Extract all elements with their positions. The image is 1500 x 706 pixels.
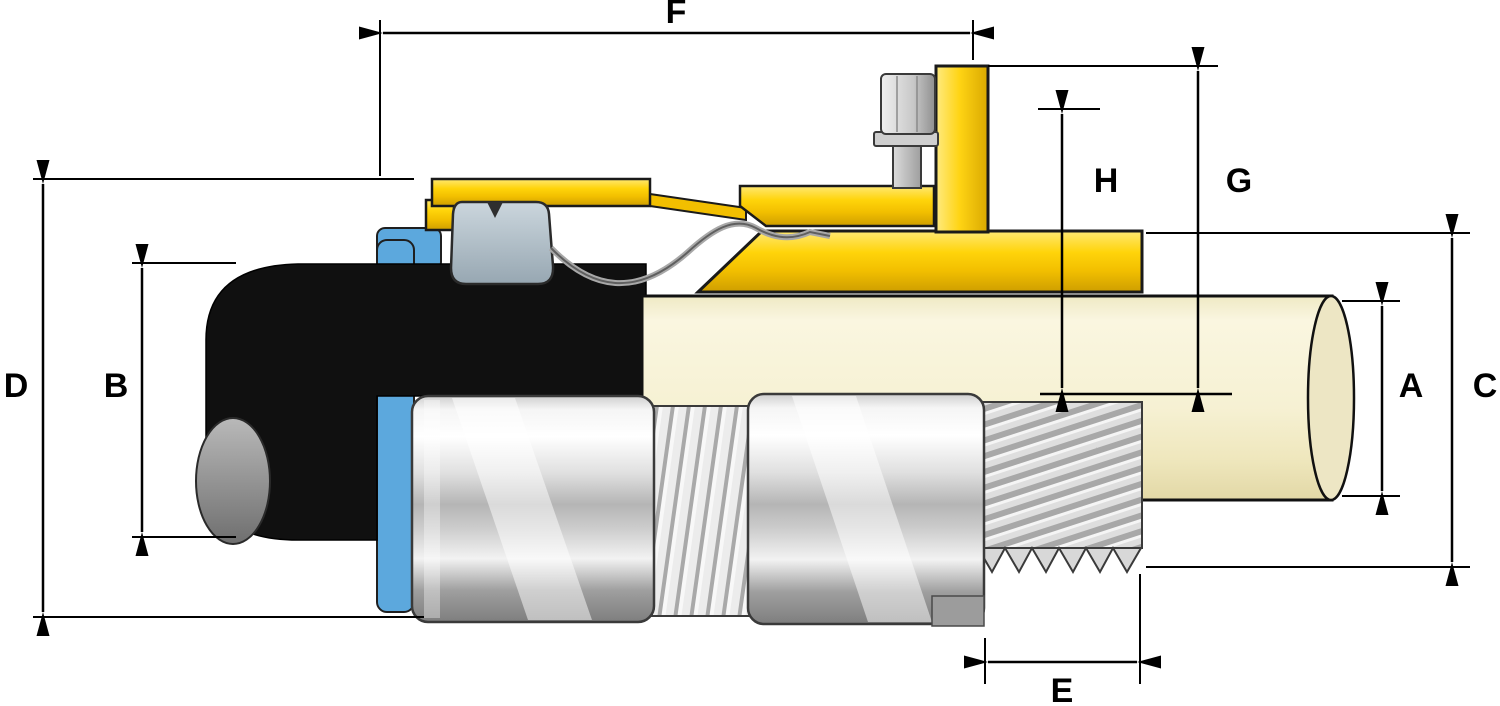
gland-assembly <box>195 64 1356 627</box>
clamp-bolt <box>873 73 939 189</box>
brass-body-wedge <box>694 229 1144 294</box>
cable-conductor-end <box>195 417 271 545</box>
bolt-shaft <box>892 143 922 189</box>
armour-wire <box>548 220 831 286</box>
dim-label-d: D <box>4 367 29 405</box>
coupling-threads <box>651 405 761 617</box>
dimension-G: G <box>988 47 1252 412</box>
clamping-cone <box>449 200 555 286</box>
back-nut-highlight <box>452 398 592 620</box>
dim-label-b: B <box>104 367 129 405</box>
back-nut <box>410 394 656 624</box>
cone-notch <box>487 202 503 218</box>
cone-body <box>449 200 555 286</box>
cable-core-end-cap <box>1306 294 1356 502</box>
middle-nut-highlight <box>792 396 932 622</box>
dim-label-e: E <box>1051 672 1074 706</box>
dimension-A: A <box>1342 282 1424 515</box>
dim-label-a: A <box>1399 367 1424 405</box>
entry-thread-body <box>977 401 1143 549</box>
brass-link-sliver <box>649 192 747 222</box>
dimension-H: H <box>1038 90 1119 412</box>
entry-threads <box>976 401 1143 575</box>
brass-body <box>424 64 1144 294</box>
back-nut-edge-highlight <box>424 400 440 618</box>
dimension-C: C <box>1146 214 1498 586</box>
earth-flange <box>934 64 990 234</box>
dim-label-f: F <box>666 0 687 31</box>
dimension-E: E <box>964 574 1161 706</box>
dim-label-c: C <box>1473 367 1498 405</box>
dimension-B: B <box>104 244 236 556</box>
middle-nut <box>746 392 986 627</box>
dimension-F: F <box>359 0 994 176</box>
bolt-head <box>880 73 936 135</box>
armour-clamp-bar-right <box>738 184 936 228</box>
dimension-D: D <box>4 160 424 636</box>
dimensions: F D B H G A <box>4 0 1498 706</box>
entry-thread-teeth <box>976 545 1143 575</box>
dim-label-g: G <box>1226 162 1252 200</box>
dim-label-h: H <box>1094 162 1119 200</box>
armour-wire-inner <box>550 222 831 284</box>
middle-nut-step <box>931 595 985 627</box>
